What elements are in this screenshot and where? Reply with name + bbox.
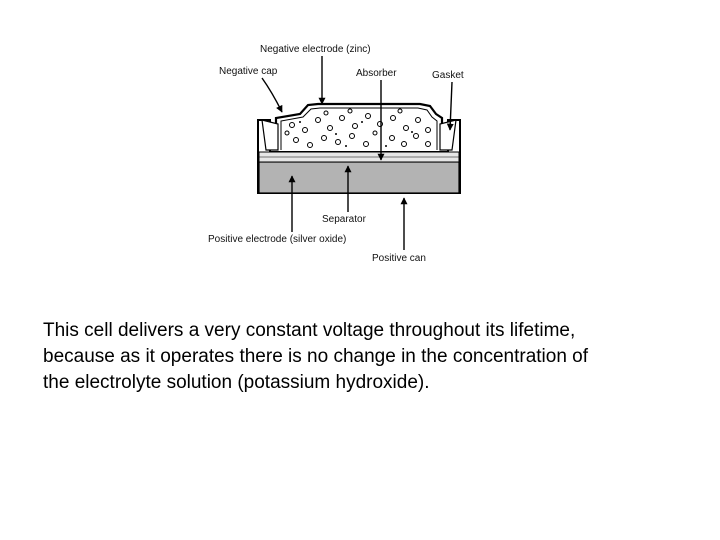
label-separator: Separator <box>322 214 367 225</box>
negative-cap-shape <box>274 102 444 150</box>
battery-cell-diagram: Negative electrode (zinc) Negative cap A… <box>208 44 464 264</box>
caption-line-1: This cell delivers a very constant volta… <box>43 320 576 341</box>
zinc-particles <box>284 108 431 148</box>
gasket-left <box>261 119 279 151</box>
caption-line-3: the electrolyte solution (potassium hydr… <box>43 372 430 393</box>
label-positive-can: Positive can <box>372 253 426 264</box>
caption-line-2: because as it operates there is no chang… <box>43 346 589 367</box>
label-negative-cap: Negative cap <box>219 66 278 77</box>
positive-electrode-block <box>258 161 460 194</box>
caption-text: This cell delivers a very constant volta… <box>43 318 693 396</box>
label-negative-electrode: Negative electrode (zinc) <box>260 44 371 55</box>
arrow-gasket <box>446 81 454 131</box>
label-gasket: Gasket <box>432 70 464 81</box>
gasket-right <box>439 119 457 151</box>
label-absorber: Absorber <box>356 68 397 79</box>
label-positive-electrode: Positive electrode (silver oxide) <box>208 234 346 245</box>
arrow-negative-cap <box>261 77 283 113</box>
